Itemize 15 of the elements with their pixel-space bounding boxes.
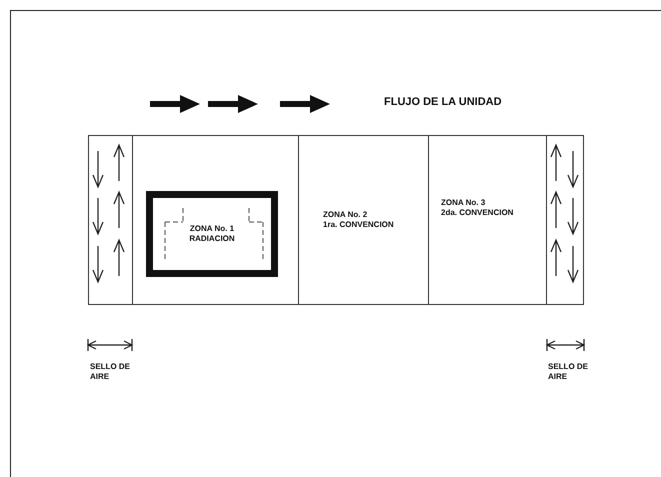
zone-label: 1ra. CONVENCION xyxy=(323,220,394,230)
zone-label: ZONA No. 1 xyxy=(190,224,234,234)
zone-label: ZONA No. 3 xyxy=(441,198,486,208)
air-seal-label: SELLO DE AIRE xyxy=(90,362,130,382)
radiation-zone-box xyxy=(146,191,278,277)
section-box xyxy=(88,135,133,305)
zone-label: RADIACION xyxy=(189,234,235,244)
zone-label: 2da. CONVENCION xyxy=(441,208,514,218)
zone-section xyxy=(428,135,547,305)
section-box xyxy=(546,135,584,305)
zone-section xyxy=(298,135,429,305)
section-box xyxy=(132,135,299,305)
flow-label: FLUJO DE LA UNIDAD xyxy=(384,96,503,110)
zone-label: ZONA No. 2 xyxy=(323,210,368,220)
air-seal-label: SELLO DE AIRE xyxy=(548,362,588,382)
